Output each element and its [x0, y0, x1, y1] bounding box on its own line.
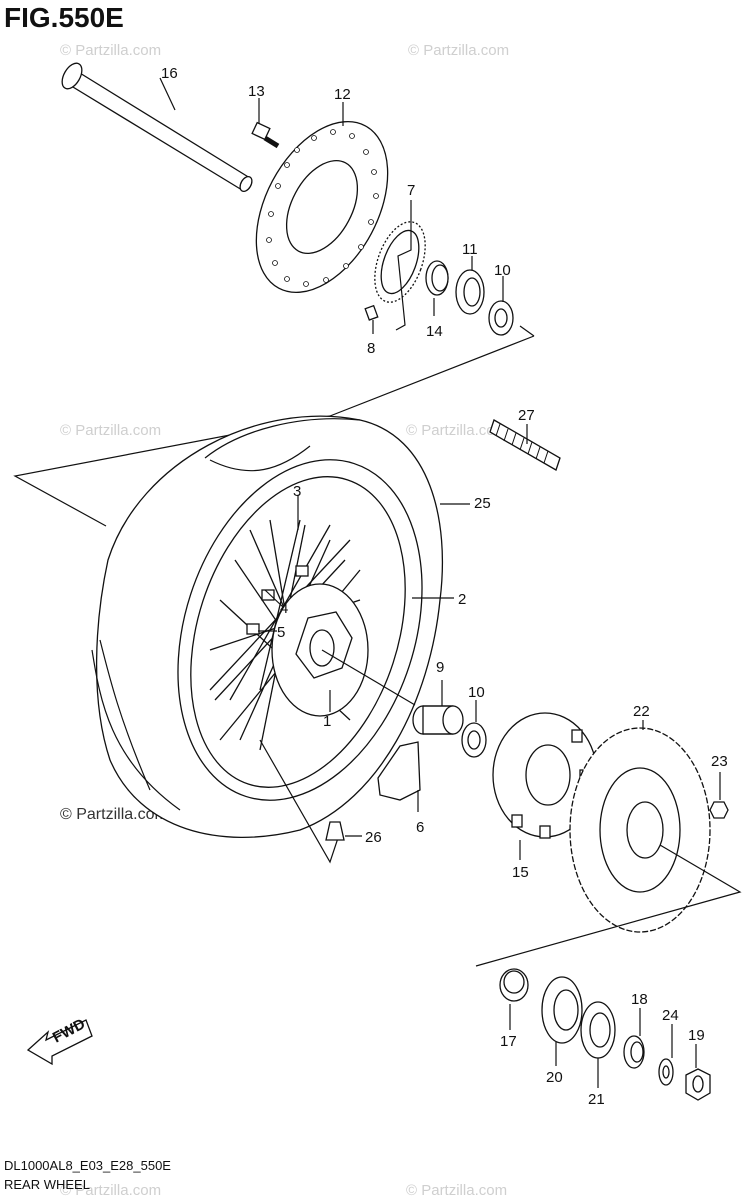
callout-20: 20	[546, 1069, 563, 1086]
spacer	[425, 260, 449, 316]
axle-washer	[658, 1024, 674, 1086]
callout-5: 5	[277, 624, 285, 641]
rear-sprocket	[569, 720, 711, 933]
callout-25: 25	[474, 495, 491, 512]
hub-spacer	[412, 680, 464, 735]
callout-27: 27	[518, 407, 535, 424]
callout-23: 23	[711, 753, 728, 770]
brake-disc-bolt	[251, 98, 280, 149]
callout-17: 17	[500, 1033, 517, 1050]
balance-weight	[489, 419, 561, 471]
leader-lines	[258, 495, 416, 864]
callout-9: 9	[436, 659, 444, 676]
group-bracket	[329, 335, 535, 417]
oil-seal	[455, 256, 485, 315]
wheel-bearing	[488, 276, 514, 336]
callout-22: 22	[633, 703, 650, 720]
group-bracket	[13, 415, 331, 527]
wheel-bearing	[461, 700, 487, 758]
watermark: © Partzilla.com	[406, 1182, 508, 1199]
axle-nut	[685, 1044, 711, 1101]
callout-21: 21	[588, 1091, 605, 1108]
callout-10-top: 10	[494, 262, 511, 279]
callout-26: 26	[365, 829, 382, 846]
hub-screw	[246, 623, 260, 635]
rear-axle	[61, 62, 253, 193]
watermark: © Partzilla.com	[60, 806, 168, 823]
diagram-caption: REAR WHEEL	[4, 1177, 90, 1192]
watermark: © Partzilla.com	[408, 42, 510, 59]
callout-7: 7	[407, 182, 415, 199]
callout-10-middle: 10	[468, 684, 485, 701]
watermark: © Partzilla.com	[60, 42, 162, 59]
watermark: © Partzilla.com	[60, 1182, 162, 1199]
watermark: © Partzilla.com	[60, 422, 162, 439]
callout-4: 4	[280, 600, 288, 617]
abs-sensor-rotor	[374, 200, 426, 331]
watermark: © Partzilla.com	[406, 422, 508, 439]
carrier-bearing	[541, 976, 583, 1066]
callout-2: 2	[458, 591, 466, 608]
cush-damper	[377, 741, 421, 812]
sprocket-spacer	[499, 968, 529, 1030]
callout-16: 16	[161, 65, 178, 82]
group-bracket	[475, 844, 742, 967]
spoke-nipple	[261, 565, 309, 601]
callout-15: 15	[512, 864, 529, 881]
callout-8: 8	[367, 340, 375, 357]
callout-12: 12	[334, 86, 351, 103]
callout-6: 6	[416, 819, 424, 836]
brake-disc	[255, 102, 389, 294]
callout-18: 18	[631, 991, 648, 1008]
diagram-code: DL1000AL8_E03_E28_550E	[4, 1158, 171, 1173]
carrier-oil-seal	[580, 1001, 616, 1088]
carrier-spacer	[623, 1008, 645, 1069]
tire-valve	[325, 821, 362, 841]
callout-11: 11	[462, 241, 478, 258]
callout-24: 24	[662, 1007, 679, 1024]
wheel-hub	[271, 583, 369, 717]
group-bracket	[519, 325, 535, 337]
figure-title: FIG.550E	[4, 2, 124, 33]
callout-19: 19	[688, 1027, 705, 1044]
callout-13: 13	[248, 83, 265, 100]
callout-3: 3	[293, 483, 301, 500]
rotor-screw	[364, 304, 379, 334]
fwd-arrow: FWD	[26, 1015, 93, 1066]
sprocket-nut	[709, 772, 729, 819]
callout-14: 14	[426, 323, 443, 340]
sprocket-carrier	[492, 712, 598, 860]
callout-1: 1	[323, 713, 331, 730]
